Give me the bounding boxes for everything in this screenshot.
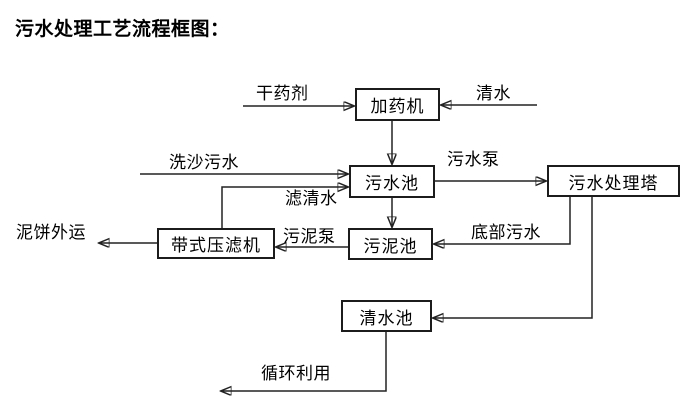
flow-label-sludge-pump: 污泥泵 <box>283 227 336 246</box>
flow-label-clean-water-in: 清水 <box>476 84 511 103</box>
flow-label-sewage-pump: 污水泵 <box>447 150 500 169</box>
node-sludge-pool-label: 污泥池 <box>363 236 418 256</box>
flow-label-dry-chemical: 干药剂 <box>256 84 309 103</box>
flow-label-mud-cake-outbound: 泥饼外运 <box>16 223 86 242</box>
edge-filtered-water <box>221 187 348 228</box>
node-clean-water-pool-label: 清水池 <box>359 308 414 328</box>
flow-label-sand-washing-sewage: 洗沙污水 <box>169 153 239 172</box>
node-belt-filter-press-label: 带式压滤机 <box>171 236 261 255</box>
node-treatment-tower: 污水处理塔 <box>547 165 680 197</box>
node-sewage-pool: 污水池 <box>349 165 435 198</box>
node-treatment-tower-label: 污水处理塔 <box>568 173 659 193</box>
node-clean-water-pool: 清水池 <box>341 300 432 332</box>
edge-recycle-use <box>221 332 387 391</box>
node-sewage-pool-label: 污水池 <box>365 174 419 193</box>
page-title: 污水处理工艺流程框图： <box>15 19 230 40</box>
flow-label-filtered-water: 滤清水 <box>285 189 338 208</box>
flow-label-bottom-sewage: 底部污水 <box>471 223 541 242</box>
node-sludge-pool: 污泥池 <box>348 228 433 260</box>
node-dosing-machine-label: 加药机 <box>370 97 425 116</box>
node-belt-filter-press: 带式压滤机 <box>157 228 275 259</box>
flow-label-recycle-use: 循环利用 <box>261 364 331 383</box>
edge-tower-to-clean-water-pool <box>433 197 593 318</box>
edge-bottom-sewage <box>434 197 571 244</box>
node-dosing-machine: 加药机 <box>355 88 440 121</box>
